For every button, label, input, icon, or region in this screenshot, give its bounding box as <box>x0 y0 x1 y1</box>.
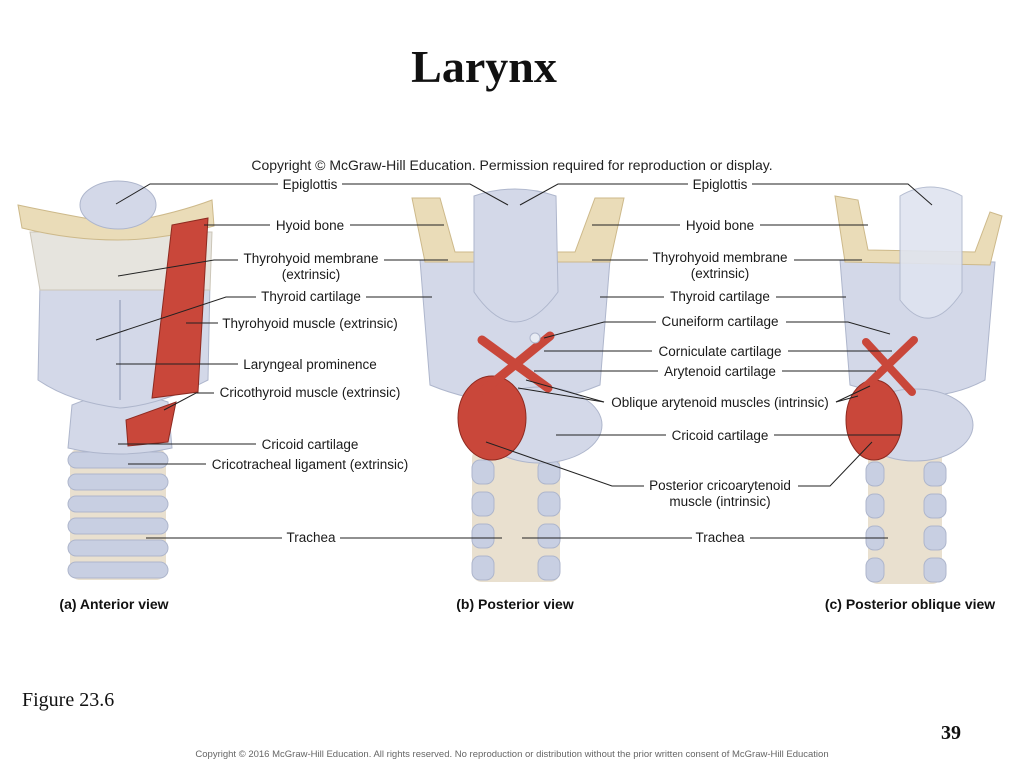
anterior-cricothyroid-muscle <box>125 401 177 447</box>
label-thyroid-cartilage-left: Thyroid cartilage <box>261 289 361 304</box>
label-epiglottis-right: Epiglottis <box>693 177 748 192</box>
label-thyrohyoid-membrane-right-sub: (extrinsic) <box>691 266 750 281</box>
label-cricotracheal-ligament: Cricotracheal ligament (extrinsic) <box>212 457 409 472</box>
posterior-trachea-rings <box>471 459 561 581</box>
label-trachea-right: Trachea <box>695 530 745 545</box>
oblique-trachea <box>868 448 942 584</box>
slide-title: Larynx <box>411 41 557 92</box>
posterior-cricoarytenoid-muscle <box>457 375 527 461</box>
oblique-trachea-rings <box>865 461 947 583</box>
leader-lines <box>95 183 933 539</box>
label-cuneiform-cartilage: Cuneiform cartilage <box>661 314 778 329</box>
label-thyrohyoid-membrane-right: Thyrohyoid membrane <box>652 250 787 265</box>
caption-posterior-view: (b) Posterior view <box>456 596 574 612</box>
posterior-cuneiform <box>529 332 541 344</box>
label-cricothyroid-muscle: Cricothyroid muscle (extrinsic) <box>220 385 401 400</box>
page-number: 39 <box>941 722 961 744</box>
label-thyrohyoid-membrane-left-sub: (extrinsic) <box>282 267 341 282</box>
label-trachea-left: Trachea <box>286 530 336 545</box>
copyright-notice-top: Copyright © McGraw-Hill Education. Permi… <box>251 157 773 173</box>
label-arytenoid-cartilage: Arytenoid cartilage <box>664 364 776 379</box>
anterior-epiglottis <box>79 180 157 230</box>
label-corniculate-cartilage: Corniculate cartilage <box>658 344 781 359</box>
anterior-view-illustration <box>17 180 215 580</box>
label-posterior-cricoarytenoid: Posterior cricoarytenoid <box>649 478 791 493</box>
figure-reference: Figure 23.6 <box>22 689 115 711</box>
label-oblique-arytenoid-muscles: Oblique arytenoid muscles (intrinsic) <box>611 395 829 410</box>
copyright-notice-bottom: Copyright © 2016 McGraw-Hill Education. … <box>195 749 829 760</box>
label-thyrohyoid-membrane-left: Thyrohyoid membrane <box>243 251 378 266</box>
label-posterior-cricoarytenoid-sub: muscle (intrinsic) <box>669 494 770 509</box>
label-epiglottis-left: Epiglottis <box>283 177 338 192</box>
label-cricoid-cartilage-right: Cricoid cartilage <box>672 428 769 443</box>
label-hyoid-right: Hyoid bone <box>686 218 754 233</box>
label-cricoid-cartilage-left: Cricoid cartilage <box>262 437 359 452</box>
anterior-hyoid-bone <box>17 199 215 241</box>
label-thyroid-cartilage-right: Thyroid cartilage <box>670 289 770 304</box>
label-thyrohyoid-muscle: Thyrohyoid muscle (extrinsic) <box>222 316 398 331</box>
oblique-epiglottis <box>899 186 963 319</box>
caption-anterior-view: (a) Anterior view <box>59 596 168 612</box>
label-laryngeal-prominence: Laryngeal prominence <box>243 357 377 372</box>
oblique-oblique-arytenoid-muscles <box>858 336 918 396</box>
anterior-trachea-rings <box>67 451 169 579</box>
oblique-cricoarytenoid-muscle <box>845 379 903 461</box>
label-hyoid-left: Hyoid bone <box>276 218 344 233</box>
posterior-view-illustration <box>411 188 625 582</box>
posterior-trachea <box>472 448 560 582</box>
posterior-oblique-arytenoid-muscles <box>477 331 555 395</box>
posterior-epiglottis <box>473 188 559 323</box>
diagram-labels: Epiglottis Hyoid bone Thyrohyoid membran… <box>212 177 829 545</box>
oblique-view-illustration <box>834 186 1003 584</box>
caption-posterior-oblique-view: (c) Posterior oblique view <box>825 596 995 612</box>
